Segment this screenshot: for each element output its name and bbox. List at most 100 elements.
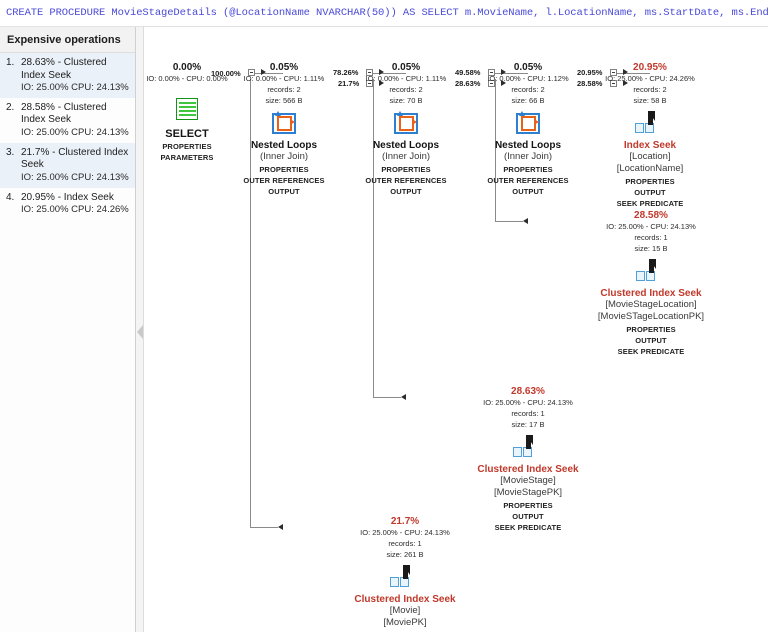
node-index: [MovieStagePK] bbox=[493, 486, 563, 498]
operation-detail: IO: 25.00% CPU: 24.26% bbox=[21, 204, 129, 216]
edge-expand-box[interactable] bbox=[248, 69, 255, 76]
edge-play-icon[interactable] bbox=[623, 69, 628, 75]
node-action-outer-references[interactable]: OUTER REFERENCES bbox=[365, 175, 447, 185]
operation-number: 4. bbox=[6, 191, 15, 203]
node-cost-detail: IO: 0.00% - CPU: 0.00% bbox=[146, 74, 228, 83]
connector-arrow bbox=[278, 524, 283, 530]
edge-expand-box[interactable] bbox=[610, 80, 617, 87]
edge-label-nl3-top: 20.95% bbox=[577, 68, 603, 77]
edge-expand-box[interactable] bbox=[488, 69, 495, 76]
plan-node-nested-loops-2[interactable]: 0.05% IO: 0.00% - CPU: 1.11% records: 2 … bbox=[342, 62, 470, 196]
plan-node-clustered-index-seek-moviestagelocation[interactable]: 28.58% IO: 25.00% - CPU: 24.13% records:… bbox=[581, 207, 721, 360]
edge-play-icon[interactable] bbox=[379, 69, 384, 75]
expensive-operations-title: Expensive operations bbox=[0, 27, 135, 53]
operation-title: 28.58% - Clustered Index Seek bbox=[21, 101, 107, 126]
node-action-properties[interactable]: PROPERTIES bbox=[162, 142, 212, 151]
plan-node-clustered-index-seek-moviestage[interactable]: 28.63% IO: 25.00% - CPU: 24.13% records:… bbox=[458, 383, 598, 536]
sql-query-header: CREATE PROCEDURE MovieStageDetails (@Loc… bbox=[0, 0, 768, 27]
expensive-operation-item[interactable]: 2. 28.58% - Clustered Index Seek IO: 25.… bbox=[0, 98, 135, 143]
edge-play-icon[interactable] bbox=[261, 69, 266, 75]
node-cost-detail: IO: 25.00% - CPU: 24.13% bbox=[483, 398, 573, 407]
edge-expand-box[interactable] bbox=[366, 80, 373, 87]
node-action-properties[interactable]: PROPERTIES bbox=[626, 324, 676, 334]
node-cost-detail: IO: 25.00% - CPU: 24.26% bbox=[605, 74, 695, 83]
node-action-properties[interactable]: PROPERTIES bbox=[625, 176, 675, 186]
node-action-parameters[interactable]: PARAMETERS bbox=[160, 153, 214, 162]
select-icon bbox=[145, 92, 251, 126]
node-action-output[interactable]: OUTPUT bbox=[268, 186, 300, 196]
clustered-index-seek-icon bbox=[335, 562, 475, 592]
expensive-operation-item[interactable]: 3. 21.7% - Clustered Index Seek IO: 25.0… bbox=[0, 142, 135, 188]
edge-expand-box[interactable] bbox=[366, 69, 373, 76]
node-action-output[interactable]: OUTPUT bbox=[635, 335, 667, 345]
operation-number: 1. bbox=[6, 57, 15, 68]
node-cost-percent: 0.00% bbox=[172, 62, 202, 73]
node-cost-detail: IO: 0.00% - CPU: 1.11% bbox=[365, 74, 447, 83]
node-cost-percent: 0.05% bbox=[391, 62, 421, 73]
operation-detail: IO: 25.00% CPU: 24.13% bbox=[21, 82, 129, 93]
connector-line bbox=[373, 79, 374, 397]
node-size: size: 66 B bbox=[511, 96, 545, 105]
edge-play-icon[interactable] bbox=[623, 80, 628, 86]
edge-play-icon[interactable] bbox=[501, 80, 506, 86]
node-action-output[interactable]: OUTPUT bbox=[512, 186, 544, 196]
plan-node-index-seek-location[interactable]: 20.95% IO: 25.00% - CPU: 24.26% records:… bbox=[586, 59, 714, 212]
execution-plan-canvas[interactable]: 100.00% 78.26% 21.7% 49.58% 28.63% 20.95… bbox=[145, 27, 768, 632]
node-cost-percent: 0.05% bbox=[513, 62, 543, 73]
node-action-output[interactable]: OUTPUT bbox=[512, 511, 544, 521]
node-size: size: 70 B bbox=[389, 96, 423, 105]
node-subtitle: (Inner Join) bbox=[503, 151, 553, 162]
plan-node-select[interactable]: 0.00% IO: 0.00% - CPU: 0.00% SELECT PROP… bbox=[145, 62, 251, 162]
edge-label-nl2-top: 49.58% bbox=[455, 68, 481, 77]
node-action-properties[interactable]: PROPERTIES bbox=[259, 164, 309, 174]
node-cost-detail: IO: 25.00% - CPU: 24.13% bbox=[606, 222, 696, 231]
panel-splitter[interactable] bbox=[136, 27, 144, 632]
node-action-output[interactable]: OUTPUT bbox=[390, 186, 422, 196]
node-object: [Location] bbox=[629, 151, 671, 162]
plan-node-nested-loops-1[interactable]: 0.05% IO: 0.00% - CPU: 1.11% records: 2 … bbox=[220, 62, 348, 196]
plan-node-clustered-index-seek-movie[interactable]: 21.7% IO: 25.00% - CPU: 24.13% records: … bbox=[335, 513, 475, 632]
node-title: Nested Loops bbox=[494, 140, 562, 151]
node-cost-percent: 20.95% bbox=[633, 62, 667, 73]
edge-play-icon[interactable] bbox=[379, 80, 384, 86]
edge-expand-box[interactable] bbox=[488, 80, 495, 87]
node-title: Nested Loops bbox=[372, 140, 440, 151]
node-action-outer-references[interactable]: OUTER REFERENCES bbox=[243, 175, 325, 185]
node-title: Index Seek bbox=[623, 140, 677, 151]
node-records: records: 2 bbox=[633, 85, 667, 94]
operation-title: 28.63% - Clustered Index Seek bbox=[21, 57, 107, 81]
node-records: records: 1 bbox=[388, 539, 422, 548]
connector-arrow bbox=[401, 394, 406, 400]
node-action-seek-predicate[interactable]: SEEK PREDICATE bbox=[494, 522, 562, 532]
node-action-properties[interactable]: PROPERTIES bbox=[381, 164, 431, 174]
nested-loops-icon bbox=[342, 108, 470, 138]
edge-label-nl1-bottom: 21.7% bbox=[338, 79, 360, 88]
node-action-seek-predicate[interactable]: SEEK PREDICATE bbox=[616, 198, 684, 208]
connector-line bbox=[495, 221, 523, 222]
node-cost-percent: 28.58% bbox=[634, 210, 668, 221]
node-records: records: 2 bbox=[511, 85, 545, 94]
node-records: records: 1 bbox=[634, 233, 668, 242]
node-action-seek-predicate[interactable]: SEEK PREDICATE bbox=[617, 346, 685, 356]
connector-line bbox=[373, 397, 401, 398]
node-action-properties[interactable]: PROPERTIES bbox=[503, 500, 553, 510]
operation-number: 2. bbox=[6, 101, 15, 113]
operation-detail: IO: 25.00% CPU: 24.13% bbox=[21, 171, 129, 183]
edge-label-nl2-bottom: 28.63% bbox=[455, 79, 481, 88]
edge-expand-box[interactable] bbox=[610, 69, 617, 76]
node-size: size: 58 B bbox=[633, 96, 667, 105]
splitter-collapse-handle[interactable] bbox=[137, 325, 143, 339]
expensive-operation-item[interactable]: 4. 20.95% - Index Seek IO: 25.00% CPU: 2… bbox=[0, 188, 135, 220]
node-action-properties[interactable]: PROPERTIES bbox=[335, 631, 475, 632]
node-object: [Movie] bbox=[389, 605, 421, 616]
expensive-operation-item[interactable]: 1. 28.63% - Clustered Index Seek IO: 25.… bbox=[0, 53, 135, 98]
edge-play-icon[interactable] bbox=[501, 69, 506, 75]
node-action-properties[interactable]: PROPERTIES bbox=[503, 164, 553, 174]
sql-query-text: CREATE PROCEDURE MovieStageDetails (@Loc… bbox=[6, 7, 768, 19]
node-title: Clustered Index Seek bbox=[600, 288, 702, 299]
node-object: [MovieStage] bbox=[500, 475, 556, 486]
node-action-output[interactable]: OUTPUT bbox=[634, 187, 666, 197]
operation-title: 21.7% - Clustered Index Seek bbox=[21, 146, 129, 171]
node-action-outer-references[interactable]: OUTER REFERENCES bbox=[487, 175, 569, 185]
plan-node-nested-loops-3[interactable]: 0.05% IO: 0.00% - CPU: 1.12% records: 2 … bbox=[464, 62, 592, 196]
